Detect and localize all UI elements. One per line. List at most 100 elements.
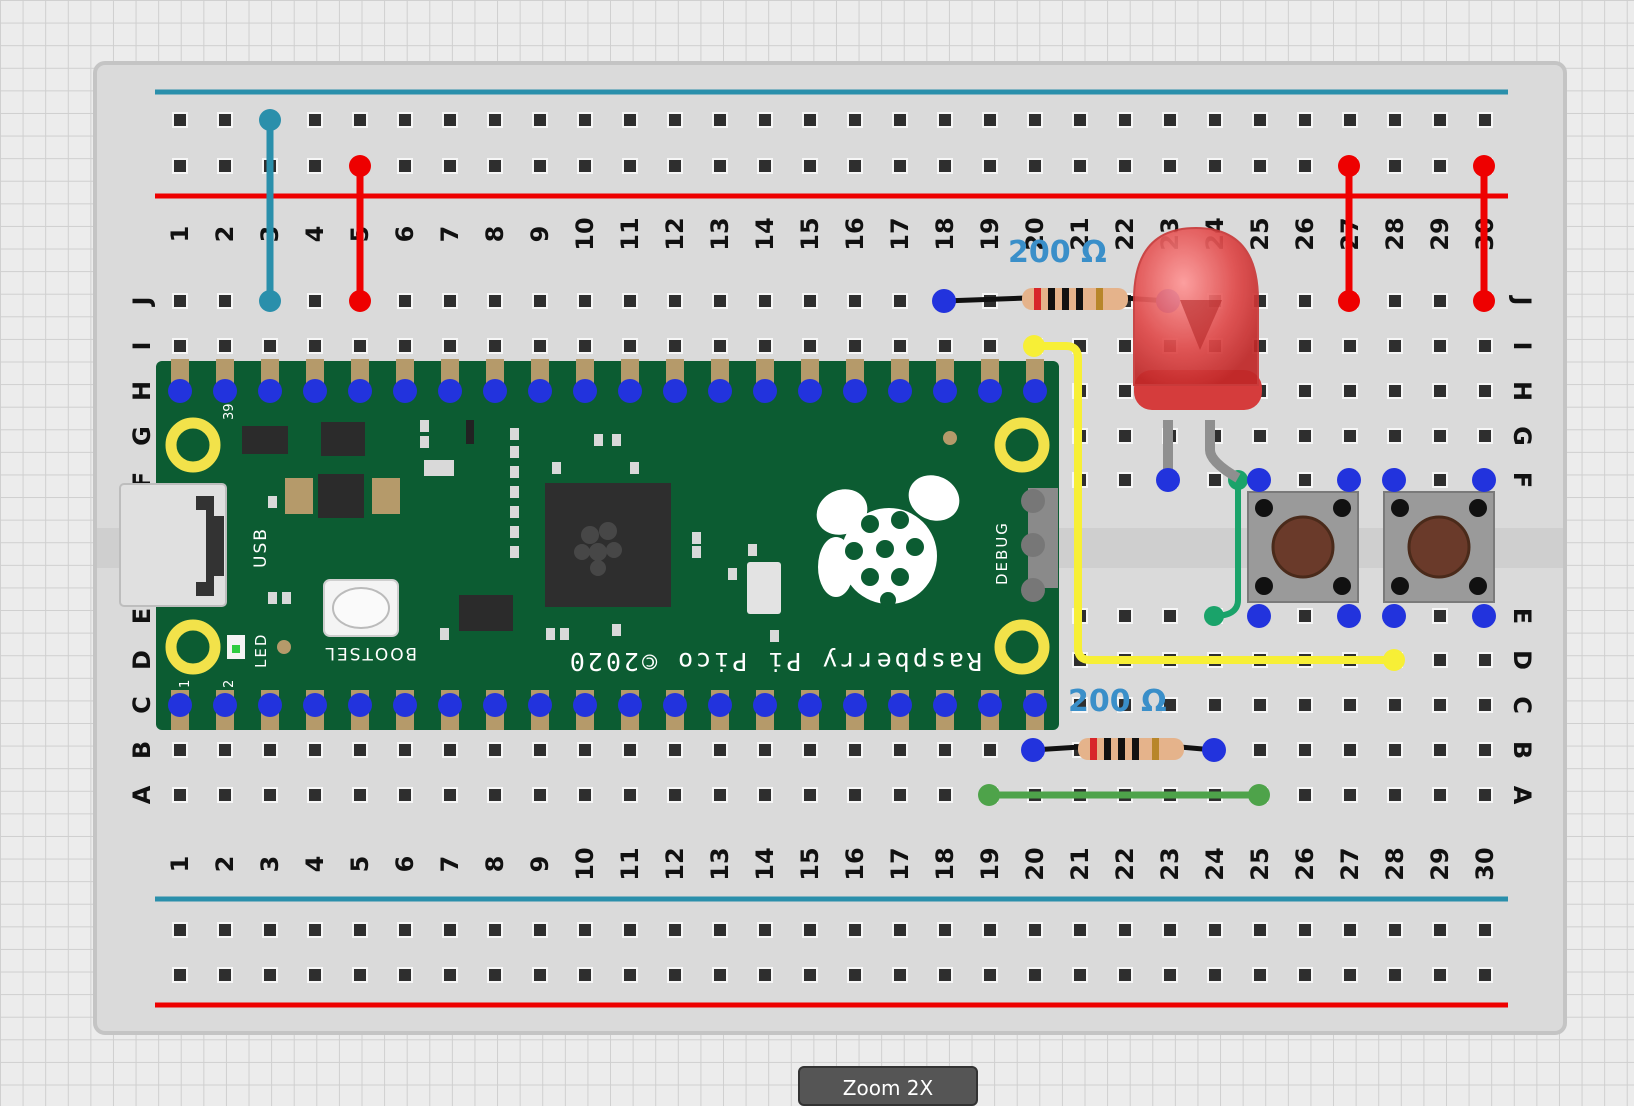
breadboard-hole[interactable] <box>892 338 908 354</box>
breadboard-hole[interactable] <box>172 112 188 128</box>
breadboard-hole[interactable] <box>532 787 548 803</box>
breadboard-hole[interactable] <box>487 787 503 803</box>
breadboard-hole[interactable] <box>1342 112 1358 128</box>
breadboard-hole[interactable] <box>1477 428 1493 444</box>
breadboard-hole[interactable] <box>1117 338 1133 354</box>
breadboard-hole[interactable] <box>172 338 188 354</box>
breadboard-hole[interactable] <box>532 922 548 938</box>
breadboard-hole[interactable] <box>577 158 593 174</box>
breadboard-hole[interactable] <box>1387 922 1403 938</box>
breadboard-hole[interactable] <box>1387 742 1403 758</box>
breadboard-hole[interactable] <box>307 922 323 938</box>
breadboard-hole[interactable] <box>1072 967 1088 983</box>
breadboard-hole[interactable] <box>217 158 233 174</box>
breadboard-hole[interactable] <box>307 967 323 983</box>
breadboard-hole[interactable] <box>1297 922 1313 938</box>
breadboard-hole[interactable] <box>1432 787 1448 803</box>
breadboard-hole[interactable] <box>577 293 593 309</box>
breadboard-hole[interactable] <box>982 922 998 938</box>
breadboard-hole[interactable] <box>892 787 908 803</box>
breadboard-hole[interactable] <box>1387 158 1403 174</box>
breadboard-hole[interactable] <box>262 338 278 354</box>
breadboard-hole[interactable] <box>1432 608 1448 624</box>
breadboard-hole[interactable] <box>1297 338 1313 354</box>
breadboard-hole[interactable] <box>487 112 503 128</box>
breadboard-hole[interactable] <box>1432 697 1448 713</box>
breadboard-hole[interactable] <box>1432 112 1448 128</box>
breadboard-hole[interactable] <box>1297 428 1313 444</box>
breadboard-hole[interactable] <box>352 112 368 128</box>
breadboard-hole[interactable] <box>667 158 683 174</box>
breadboard-hole[interactable] <box>757 967 773 983</box>
breadboard-hole[interactable] <box>172 787 188 803</box>
breadboard-hole[interactable] <box>802 967 818 983</box>
breadboard-hole[interactable] <box>667 922 683 938</box>
breadboard-hole[interactable] <box>397 293 413 309</box>
breadboard-hole[interactable] <box>307 787 323 803</box>
breadboard-hole[interactable] <box>622 338 638 354</box>
breadboard-hole[interactable] <box>397 338 413 354</box>
breadboard-hole[interactable] <box>487 922 503 938</box>
breadboard-hole[interactable] <box>487 967 503 983</box>
breadboard-hole[interactable] <box>847 967 863 983</box>
breadboard-hole[interactable] <box>172 293 188 309</box>
breadboard-hole[interactable] <box>307 293 323 309</box>
breadboard-hole[interactable] <box>352 787 368 803</box>
breadboard-hole[interactable] <box>1297 787 1313 803</box>
breadboard-hole[interactable] <box>937 158 953 174</box>
breadboard-hole[interactable] <box>217 293 233 309</box>
breadboard-hole[interactable] <box>802 158 818 174</box>
breadboard-hole[interactable] <box>757 742 773 758</box>
breadboard-hole[interactable] <box>982 742 998 758</box>
breadboard-hole[interactable] <box>487 338 503 354</box>
breadboard-hole[interactable] <box>1072 922 1088 938</box>
breadboard-hole[interactable] <box>802 293 818 309</box>
wire-yellow[interactable] <box>1034 342 1394 664</box>
breadboard-hole[interactable] <box>712 742 728 758</box>
breadboard-hole[interactable] <box>892 967 908 983</box>
breadboard-hole[interactable] <box>442 293 458 309</box>
breadboard-hole[interactable] <box>1297 697 1313 713</box>
breadboard-hole[interactable] <box>1162 158 1178 174</box>
breadboard-hole[interactable] <box>757 338 773 354</box>
breadboard-hole[interactable] <box>487 293 503 309</box>
breadboard-hole[interactable] <box>1342 967 1358 983</box>
breadboard-hole[interactable] <box>847 787 863 803</box>
breadboard-hole[interactable] <box>1297 383 1313 399</box>
breadboard-hole[interactable] <box>1027 158 1043 174</box>
breadboard-hole[interactable] <box>622 112 638 128</box>
breadboard-hole[interactable] <box>622 787 638 803</box>
breadboard-hole[interactable] <box>1342 383 1358 399</box>
breadboard-hole[interactable] <box>982 338 998 354</box>
breadboard-hole[interactable] <box>307 112 323 128</box>
breadboard-hole[interactable] <box>622 742 638 758</box>
breadboard-hole[interactable] <box>937 967 953 983</box>
breadboard-hole[interactable] <box>1117 922 1133 938</box>
breadboard-hole[interactable] <box>1432 293 1448 309</box>
breadboard-hole[interactable] <box>532 967 548 983</box>
breadboard-hole[interactable] <box>847 112 863 128</box>
breadboard-hole[interactable] <box>1162 697 1178 713</box>
breadboard-hole[interactable] <box>892 922 908 938</box>
breadboard-hole[interactable] <box>937 112 953 128</box>
breadboard-hole[interactable] <box>847 922 863 938</box>
breadboard-hole[interactable] <box>1342 787 1358 803</box>
breadboard-hole[interactable] <box>622 922 638 938</box>
breadboard-hole[interactable] <box>1297 112 1313 128</box>
breadboard-hole[interactable] <box>1027 967 1043 983</box>
breadboard-hole[interactable] <box>892 742 908 758</box>
breadboard-hole[interactable] <box>1477 967 1493 983</box>
breadboard-hole[interactable] <box>1252 967 1268 983</box>
breadboard-hole[interactable] <box>1387 697 1403 713</box>
breadboard-hole[interactable] <box>1387 112 1403 128</box>
breadboard-hole[interactable] <box>1297 293 1313 309</box>
breadboard-hole[interactable] <box>1432 428 1448 444</box>
breadboard-hole[interactable] <box>1477 338 1493 354</box>
breadboard-hole[interactable] <box>442 742 458 758</box>
breadboard-hole[interactable] <box>172 922 188 938</box>
breadboard-hole[interactable] <box>1342 742 1358 758</box>
breadboard-hole[interactable] <box>802 742 818 758</box>
breadboard-hole[interactable] <box>532 158 548 174</box>
bootsel-button[interactable] <box>323 579 399 637</box>
breadboard-hole[interactable] <box>667 293 683 309</box>
